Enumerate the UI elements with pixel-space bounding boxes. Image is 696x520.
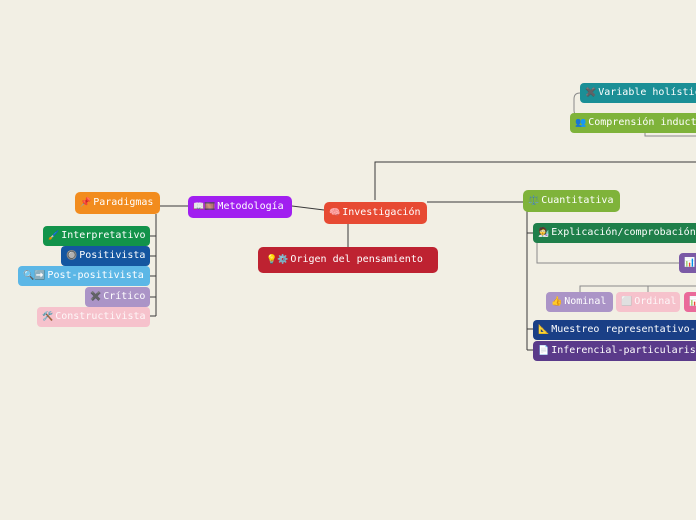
node-label: Paradigmas	[93, 197, 154, 208]
node-label: Nominal	[564, 296, 607, 307]
thumbs-up-icon: 👍	[551, 296, 563, 307]
people-icon: 👥	[575, 117, 587, 128]
square-icon: ⬜	[621, 296, 633, 307]
lightbulb-gear-icon: 💡⚙️	[266, 254, 289, 265]
chart-icon: 📊	[689, 296, 696, 307]
node-label: Crítico	[103, 291, 146, 302]
node-label: Metodología	[217, 201, 284, 212]
node-pink-offscreen[interactable]: 📊	[684, 292, 696, 312]
pin-icon: 📌	[80, 197, 92, 208]
node-interpretativo[interactable]: 🖌️ Interpretativo	[43, 226, 150, 246]
node-positivista[interactable]: 🔘 Positivista	[61, 246, 150, 266]
node-nominal[interactable]: 👍 Nominal	[546, 292, 613, 312]
cross-icon: ✖️	[90, 291, 102, 302]
node-muestreo-representativo[interactable]: 📐 Muestreo representativo-	[533, 320, 696, 340]
book-film-icon: 📖🎞️	[193, 201, 216, 212]
node-label: Interpretativo	[61, 230, 146, 241]
node-label: Ordinal	[634, 296, 677, 307]
node-label: Constructivista	[55, 311, 146, 322]
node-variable-holistica[interactable]: ✖️ Variable holístic	[580, 83, 696, 103]
node-investigacion[interactable]: 🧠 Investigación	[324, 202, 427, 224]
node-ordinal[interactable]: ⬜ Ordinal	[616, 292, 680, 312]
node-paradigmas[interactable]: 📌 Paradigmas	[75, 192, 160, 214]
tools-icon: 🛠️	[42, 311, 54, 322]
node-label: Cuantitativa	[541, 195, 614, 206]
cross-icon: ✖️	[585, 87, 597, 98]
brain-icon: 🧠	[329, 207, 341, 218]
node-label: Inferencial-particularis	[551, 345, 696, 356]
magnifier-arrow-icon: 🔍➡️	[23, 270, 46, 281]
node-metodologia[interactable]: 📖🎞️ Metodología	[188, 196, 292, 218]
node-label: Variable holístic	[598, 87, 696, 98]
node-label: Post-positivista	[47, 270, 144, 281]
node-comprension-inductiva[interactable]: 👥 Comprensión induct	[570, 113, 696, 133]
chart-icon: 📊	[684, 257, 696, 268]
node-label: Origen del pensamiento	[290, 254, 423, 265]
node-explicacion-comprobacion[interactable]: 🧑‍🔬 Explicación/comprobación	[533, 223, 696, 243]
node-label: Muestreo representativo-	[551, 324, 696, 335]
brush-icon: 🖌️	[48, 230, 60, 241]
node-critico[interactable]: ✖️ Crítico	[85, 287, 150, 307]
node-label: Positivista	[79, 250, 146, 261]
node-cuantitativa[interactable]: ⚖️ Cuantitativa	[523, 190, 620, 212]
scientist-icon: 🧑‍🔬	[538, 227, 550, 238]
node-purple-offscreen[interactable]: 📊	[679, 253, 696, 273]
node-origen-del-pensamiento[interactable]: 💡⚙️ Origen del pensamiento	[258, 247, 438, 273]
document-icon: 📄	[538, 345, 550, 356]
circle-icon: 🔘	[66, 250, 78, 261]
node-label: Comprensión induct	[588, 117, 696, 128]
node-inferencial-particularista[interactable]: 📄 Inferencial-particularis	[533, 341, 696, 361]
node-post-positivista[interactable]: 🔍➡️ Post-positivista	[18, 266, 150, 286]
ruler-icon: 📐	[538, 324, 550, 335]
scale-icon: ⚖️	[528, 195, 540, 206]
node-label: Investigación	[342, 207, 421, 218]
node-constructivista[interactable]: 🛠️ Constructivista	[37, 307, 150, 327]
node-label: Explicación/comprobación	[551, 227, 696, 238]
